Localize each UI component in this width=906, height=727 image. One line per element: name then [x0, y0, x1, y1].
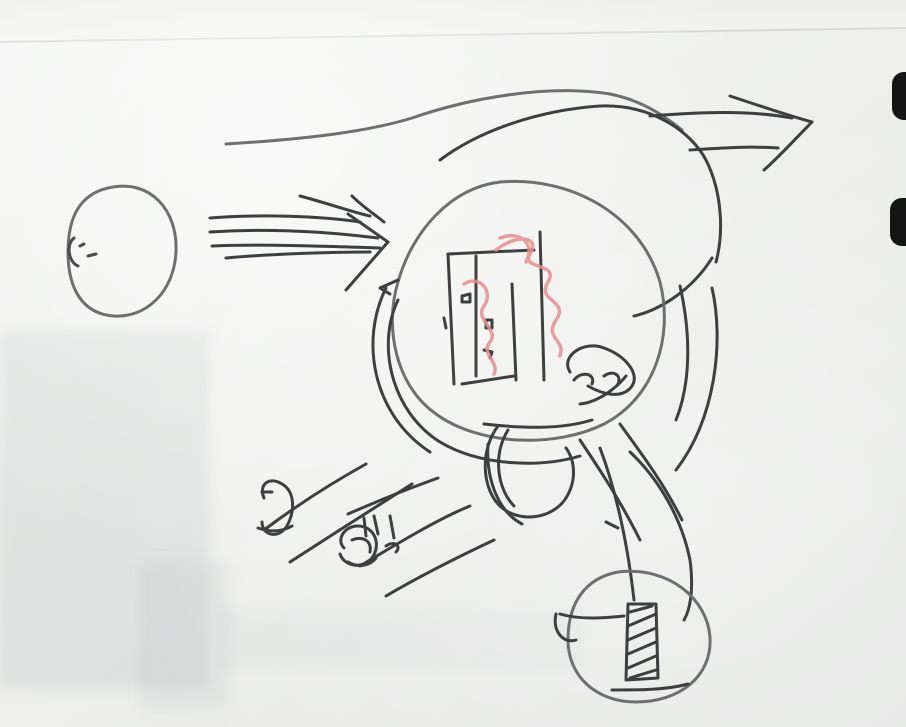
bean-person-icon: [258, 481, 293, 535]
loop-lines: [485, 424, 682, 540]
round-face-icon: [68, 186, 176, 316]
nose-face-icon: [484, 346, 634, 427]
arrow-icon: [226, 91, 812, 316]
wall-mount-top: [892, 72, 906, 120]
wall-mount-middle: [890, 198, 906, 246]
arrow-icon: [210, 196, 388, 290]
arrow-icon: [600, 448, 692, 620]
hatched-rectangle-icon: [626, 604, 658, 680]
big-circle-icon: [392, 181, 664, 440]
motion-lines: [264, 464, 494, 596]
